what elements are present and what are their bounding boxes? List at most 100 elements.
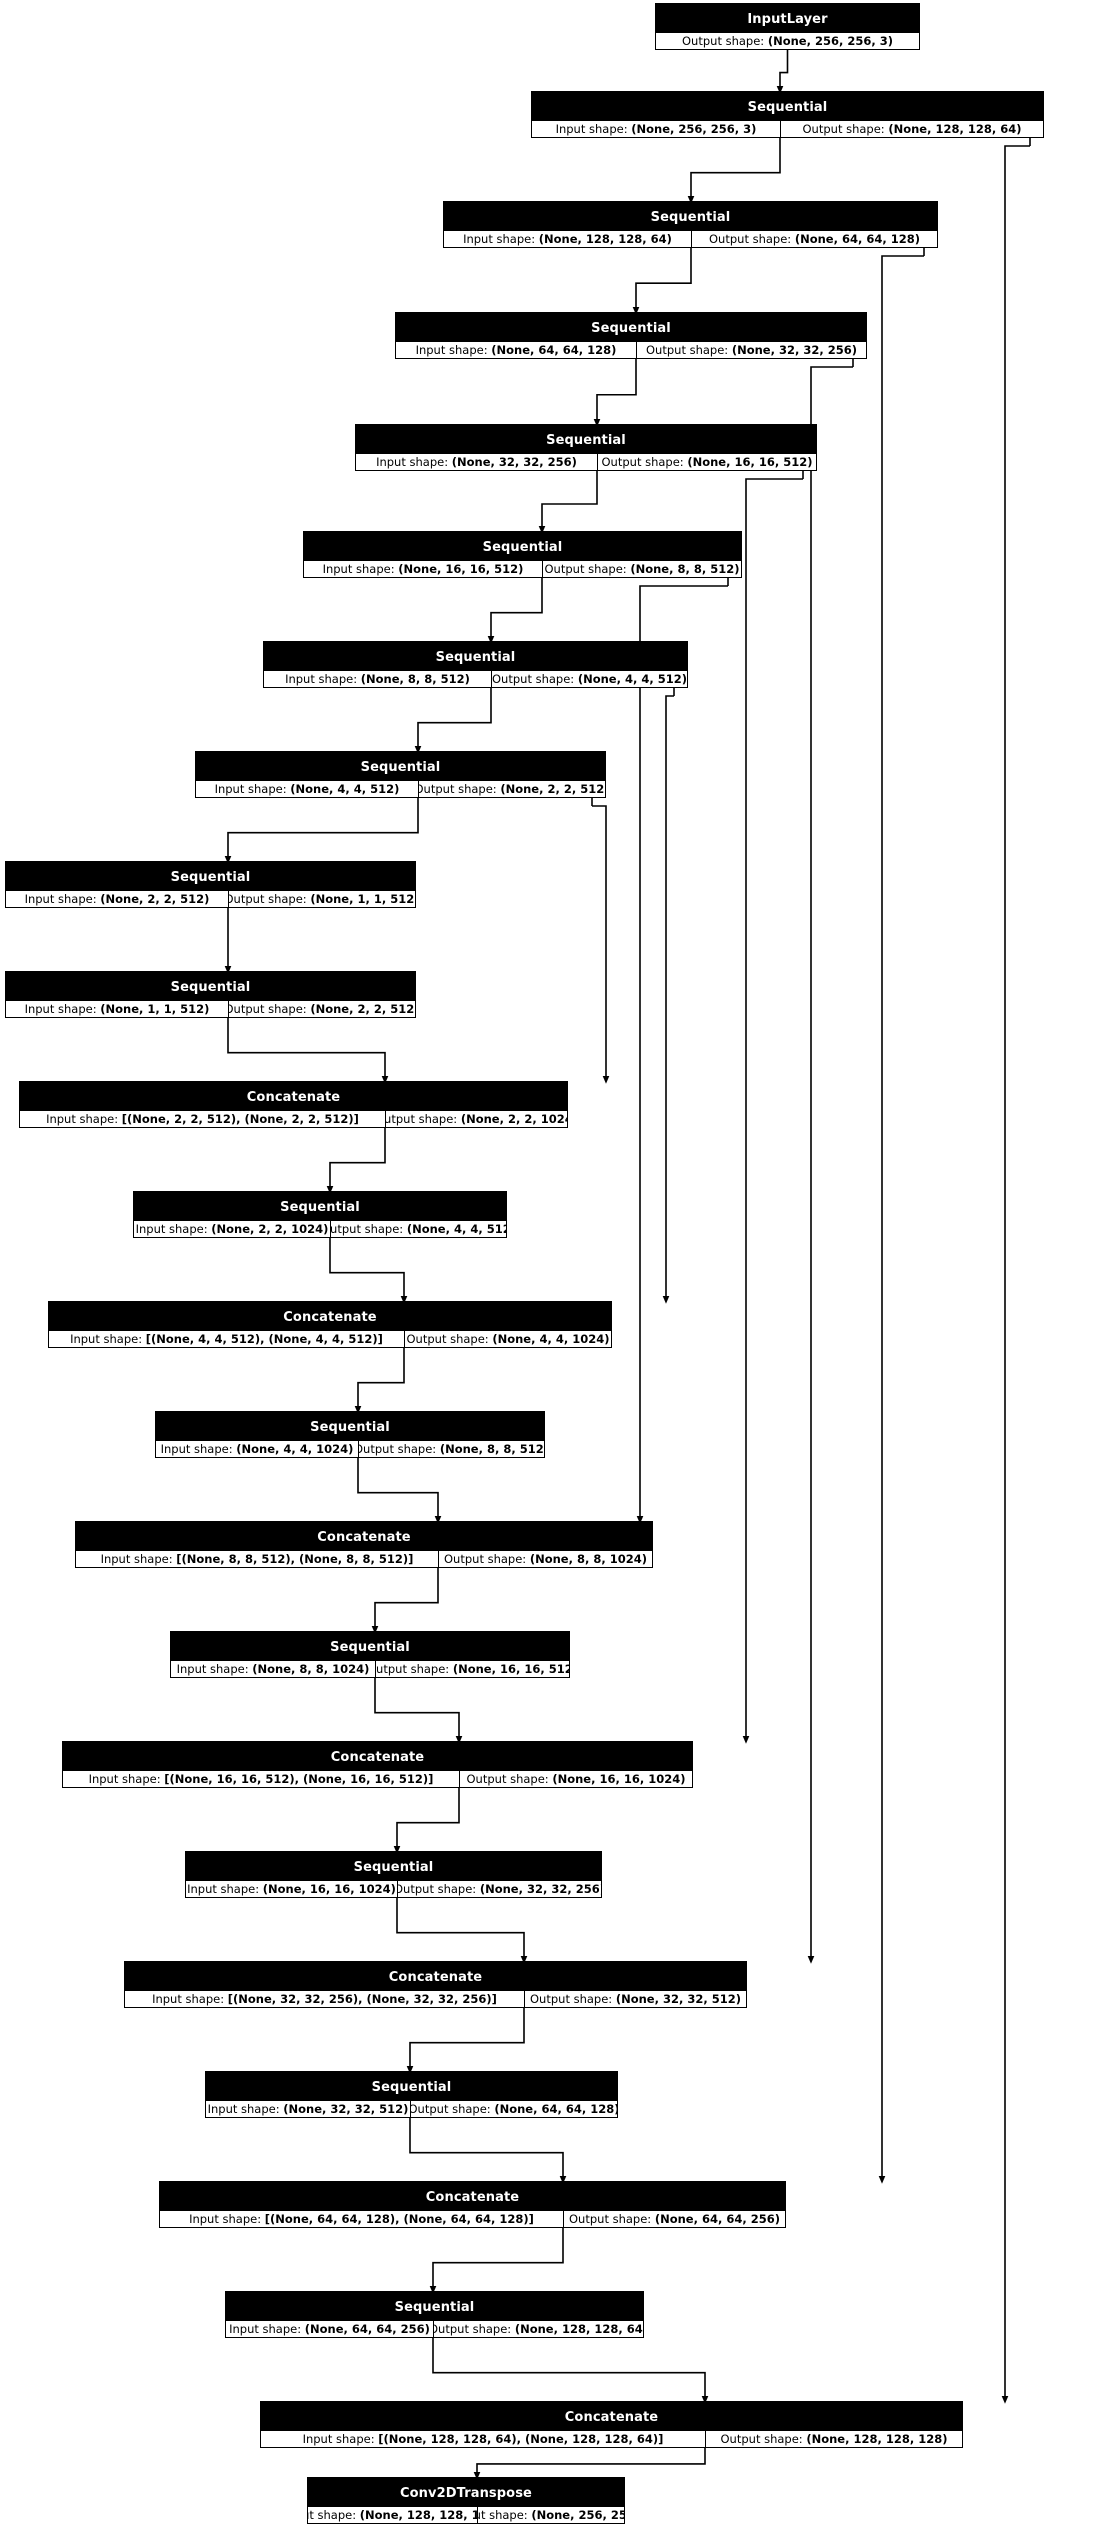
output-shape-label: Output shape: <box>359 1441 437 1456</box>
edge-n19-n20 <box>409 2118 567 2184</box>
node-shape-row: Input shape: [(None, 32, 32, 256), (None… <box>125 1989 746 2007</box>
node-output-shape: Output shape: (None, 8, 8, 512) <box>359 1441 544 1457</box>
node-shape-row: Input shape: (None, 128, 128, 128)Output… <box>308 2505 624 2523</box>
node-shape-row: Input shape: [(None, 4, 4, 512), (None, … <box>49 1329 611 1347</box>
output-shape-label: Output shape: <box>544 561 627 576</box>
node-output-shape: Output shape: (None, 32, 32, 512) <box>525 1991 746 2007</box>
node-title: Sequential <box>264 642 687 670</box>
skip-edge-n4-n16 <box>742 478 803 1744</box>
node-conv2dtranspose-23[interactable]: Conv2DTransposeInput shape: (None, 128, … <box>307 2477 625 2524</box>
skip-edge-n7-n10 <box>592 805 610 1084</box>
node-input-shape: Input shape: (None, 64, 64, 128) <box>396 341 637 358</box>
input-shape-label: Input shape: <box>463 231 536 246</box>
node-output-shape: Output shape: (None, 2, 2, 512) <box>229 1001 415 1017</box>
output-shape-label: Output shape: <box>682 33 765 48</box>
input-shape-label: Input shape: <box>229 2321 302 2336</box>
edge-n20-n21 <box>429 2228 564 2294</box>
node-title: Sequential <box>304 532 741 560</box>
output-shape-value: (None, 64, 64, 128) <box>794 231 920 246</box>
node-shape-row: Input shape: (None, 32, 32, 256)Output s… <box>356 452 816 470</box>
node-output-shape: Output shape: (None, 4, 4, 1024) <box>405 1331 611 1347</box>
node-title: InputLayer <box>656 4 919 32</box>
output-shape-value: (None, 2, 2, 512) <box>310 1001 415 1016</box>
output-shape-label: Output shape: <box>466 1771 549 1786</box>
output-shape-value: (None, 256, 256, 3) <box>531 2507 624 2522</box>
output-shape-label: Output shape: <box>398 1881 477 1896</box>
input-shape-value: (None, 32, 32, 256) <box>451 454 577 469</box>
input-shape-label: Input shape: <box>302 2431 375 2446</box>
input-shape-value: [(None, 16, 16, 512), (None, 16, 16, 512… <box>164 1771 434 1786</box>
input-shape-label: Input shape: <box>308 2507 357 2522</box>
node-output-shape: Output shape: (None, 64, 64, 256) <box>564 2211 785 2227</box>
output-shape-value: (None, 8, 8, 512) <box>630 561 740 576</box>
input-shape-label: Input shape: <box>187 1881 260 1896</box>
node-shape-row: Input shape: [(None, 128, 128, 64), (Non… <box>261 2429 962 2447</box>
node-title: Sequential <box>226 2292 643 2320</box>
output-shape-value: (None, 16, 16, 512) <box>452 1661 569 1676</box>
output-shape-label: Output shape: <box>709 231 792 246</box>
edge-n3-n4 <box>593 359 637 427</box>
output-shape-label: Output shape: <box>646 342 729 357</box>
input-shape-value: [(None, 4, 4, 512), (None, 4, 4, 512)] <box>145 1331 383 1346</box>
node-title: Sequential <box>356 425 816 453</box>
input-shape-value: (None, 4, 4, 1024) <box>236 1441 354 1456</box>
node-output-shape: Output shape: (None, 8, 8, 512) <box>543 561 741 577</box>
output-shape-value: (None, 8, 8, 512) <box>439 1441 544 1456</box>
edge-n21-n22 <box>432 2338 709 2404</box>
node-title: Sequential <box>444 202 937 230</box>
input-shape-value: [(None, 32, 32, 256), (None, 32, 32, 256… <box>227 1991 497 2006</box>
edge-n15-n16 <box>374 1678 463 1744</box>
input-shape-value: [(None, 64, 64, 128), (None, 64, 64, 128… <box>264 2211 534 2226</box>
edge-n2-n3 <box>632 248 692 315</box>
skip-edge-n3-n18 <box>807 366 853 1964</box>
input-shape-value: (None, 128, 128, 128) <box>359 2507 477 2522</box>
node-input-shape: Input shape: (None, 16, 16, 512) <box>304 560 543 577</box>
node-title: Sequential <box>196 752 605 780</box>
input-shape-value: (None, 128, 128, 64) <box>538 231 672 246</box>
node-output-shape: Output shape: (None, 32, 32, 256) <box>398 1881 601 1897</box>
output-shape-label: Output shape: <box>478 2507 528 2522</box>
input-shape-value: (None, 1, 1, 512) <box>100 1001 210 1016</box>
edge-n10-n11 <box>326 1128 386 1194</box>
input-shape-label: Input shape: <box>189 2211 262 2226</box>
edge-n14-n15 <box>371 1568 439 1634</box>
node-input-shape: Input shape: (None, 2, 2, 512) <box>6 890 229 907</box>
node-shape-row: Input shape: (None, 4, 4, 1024)Output sh… <box>156 1439 544 1457</box>
input-shape-value: [(None, 8, 8, 512), (None, 8, 8, 512)] <box>176 1551 414 1566</box>
output-shape-value: (None, 8, 8, 1024) <box>529 1551 647 1566</box>
node-shape-row: Input shape: (None, 16, 16, 512)Output s… <box>304 559 741 577</box>
edge-n11-n12 <box>329 1238 408 1304</box>
node-title: Conv2DTranspose <box>308 2478 624 2506</box>
output-shape-label: Output shape: <box>802 121 885 136</box>
input-shape-label: Input shape: <box>415 342 488 357</box>
input-shape-label: Input shape: <box>46 1111 119 1126</box>
edge-n13-n14 <box>357 1458 442 1524</box>
input-shape-value: (None, 32, 32, 512) <box>283 2101 409 2116</box>
output-shape-label: Output shape: <box>229 1001 307 1016</box>
input-shape-label: Input shape: <box>24 1001 97 1016</box>
edge-n9-n10 <box>227 1018 389 1084</box>
